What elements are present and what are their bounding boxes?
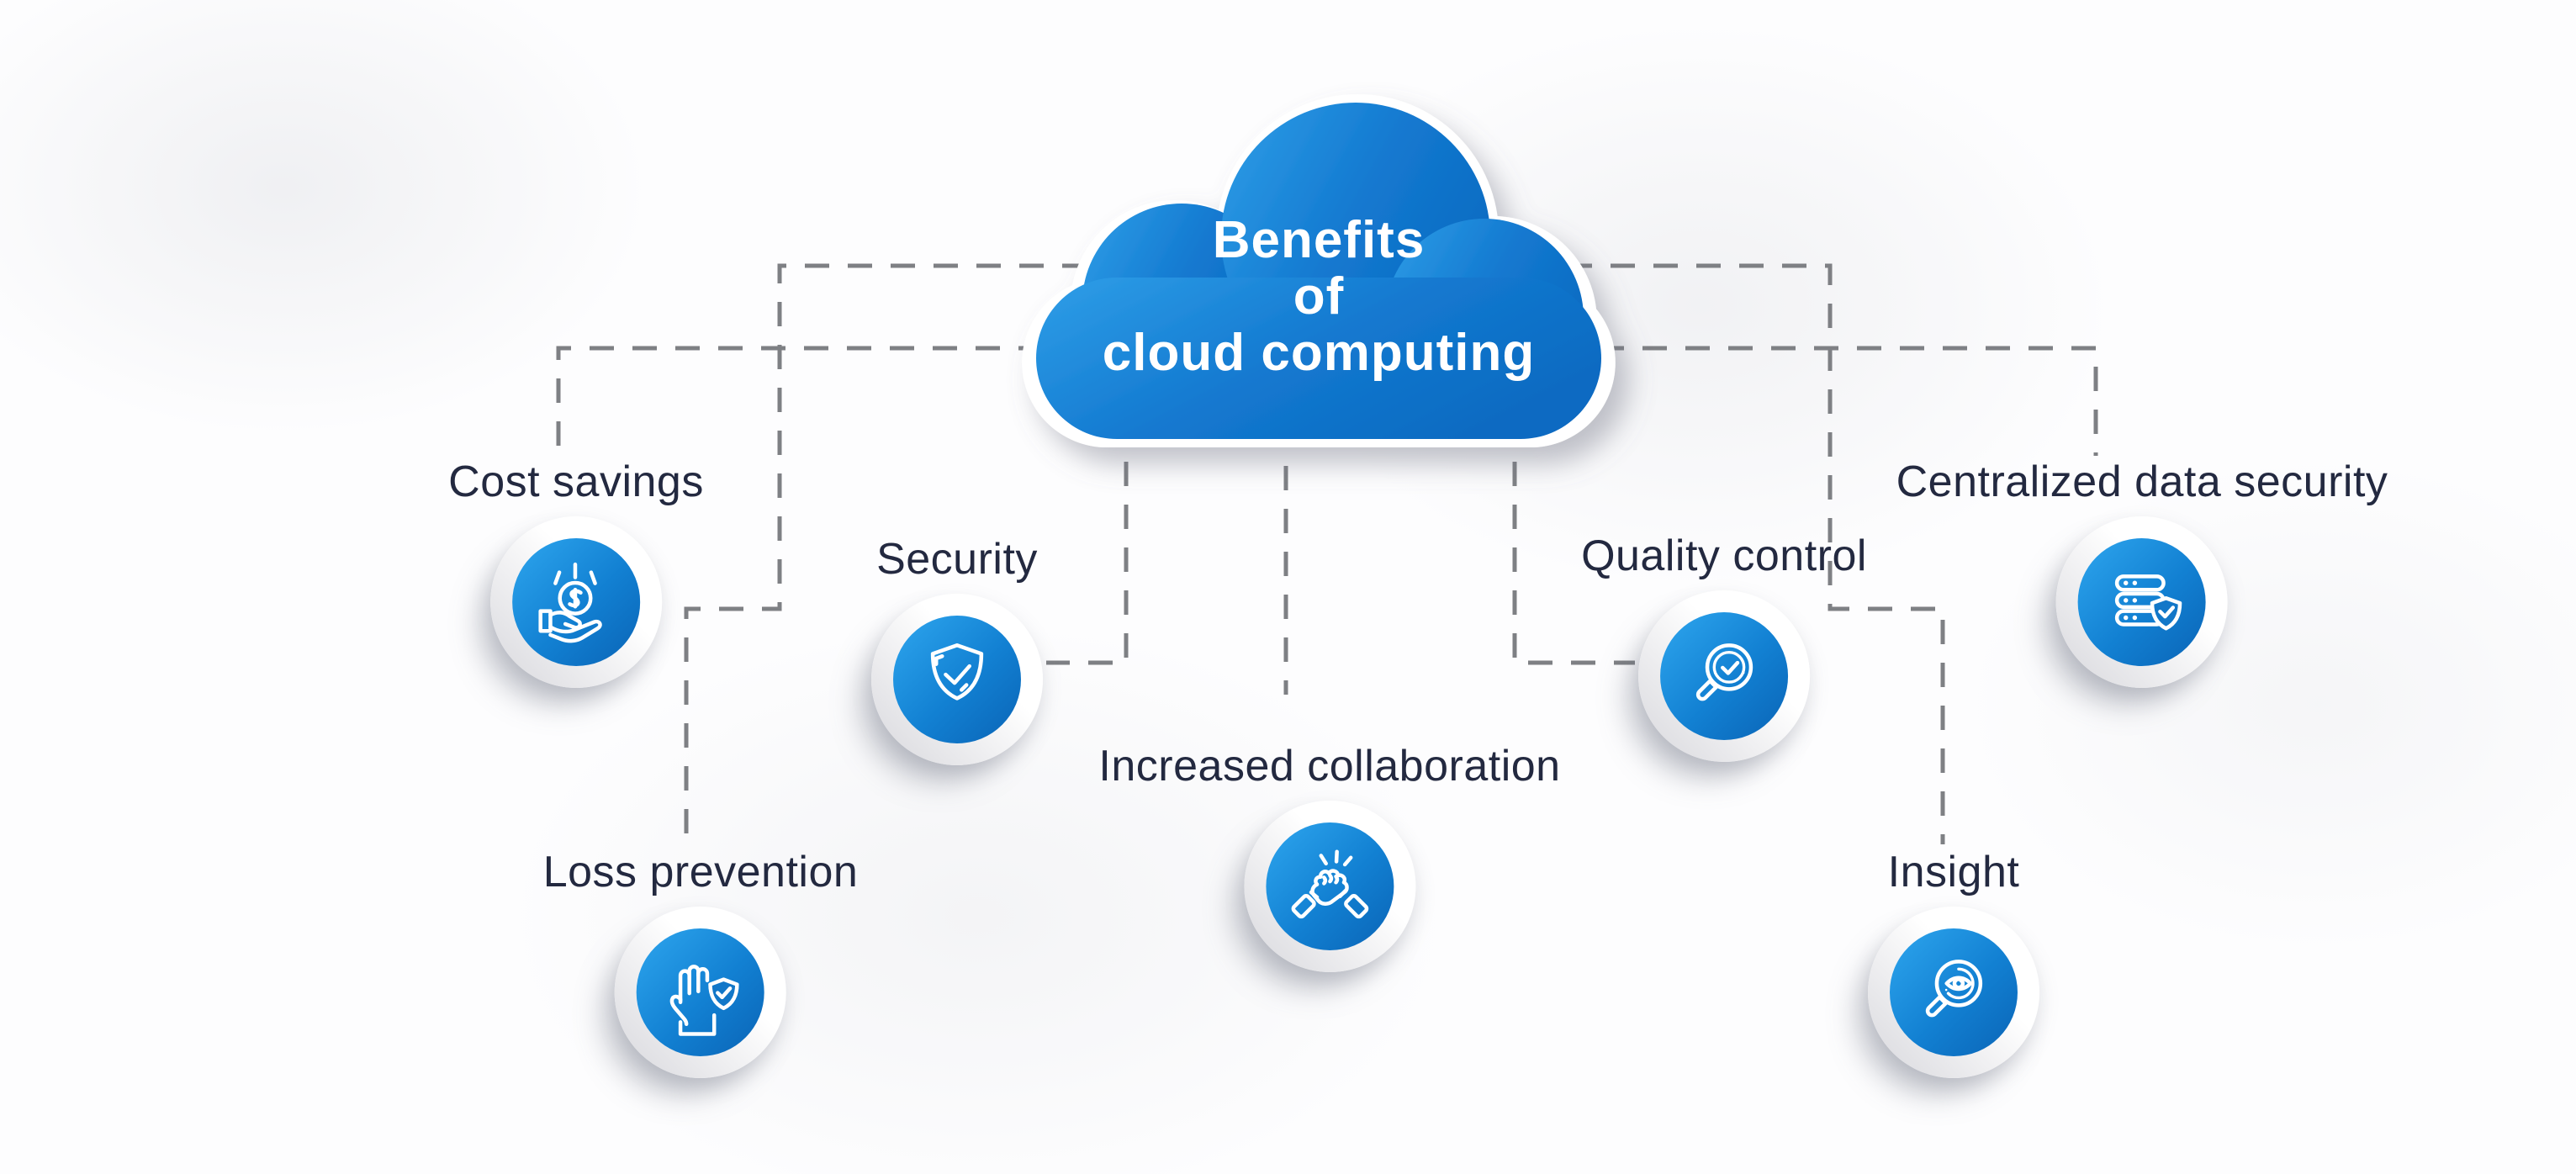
node-loss-prevention: Loss prevention bbox=[543, 846, 859, 1078]
node-circle bbox=[490, 516, 662, 688]
shield-check-icon bbox=[907, 630, 1007, 729]
node-label: Centralized data security bbox=[1896, 457, 2388, 506]
hand-shield-icon bbox=[651, 943, 750, 1042]
node-circle bbox=[1243, 801, 1415, 972]
node-label: Cost savings bbox=[448, 457, 704, 506]
node-circle bbox=[1638, 590, 1810, 762]
node-quality-control: Quality control bbox=[1581, 530, 1867, 762]
fist-bump-icon bbox=[1280, 837, 1379, 936]
node-label: Quality control bbox=[1581, 531, 1867, 580]
node-security: Security bbox=[871, 533, 1043, 765]
node-centralized-data-security: Centralized data security bbox=[1896, 456, 2388, 688]
node-label: Loss prevention bbox=[542, 848, 859, 896]
node-circle bbox=[1868, 907, 2039, 1078]
connector-centralized-data-security bbox=[1600, 346, 2098, 456]
node-label: Security bbox=[876, 535, 1038, 584]
magnifier-eye-icon bbox=[1904, 943, 2003, 1042]
cloud-body bbox=[1022, 94, 1616, 447]
money-hand-icon bbox=[526, 553, 626, 652]
node-label: Insight bbox=[1887, 848, 2020, 896]
server-shield-icon bbox=[2092, 553, 2192, 652]
magnifier-check-icon bbox=[1674, 627, 1774, 726]
node-circle bbox=[2056, 516, 2228, 688]
node-increased-collaboration: Increased collaboration bbox=[1098, 740, 1560, 972]
cloud-title-line1: Benefits bbox=[1212, 211, 1426, 269]
node-insight: Insight bbox=[1868, 846, 2039, 1078]
connector-loss-prevention bbox=[684, 263, 1087, 844]
node-label: Increased collaboration bbox=[1098, 742, 1561, 791]
cloud-title: Benefits of cloud computing bbox=[1103, 212, 1535, 381]
cloud-shape bbox=[1022, 94, 1616, 447]
connector-cost-savings bbox=[556, 346, 1043, 456]
node-cost-savings: Cost savings bbox=[448, 456, 704, 688]
connector-insight bbox=[1568, 263, 1945, 844]
cloud-title-line2: of bbox=[1293, 267, 1345, 325]
connector-quality-control bbox=[1512, 419, 1635, 665]
node-circle bbox=[615, 907, 786, 1078]
cloud-title-line3: cloud computing bbox=[1102, 324, 1536, 382]
node-circle bbox=[871, 594, 1043, 765]
